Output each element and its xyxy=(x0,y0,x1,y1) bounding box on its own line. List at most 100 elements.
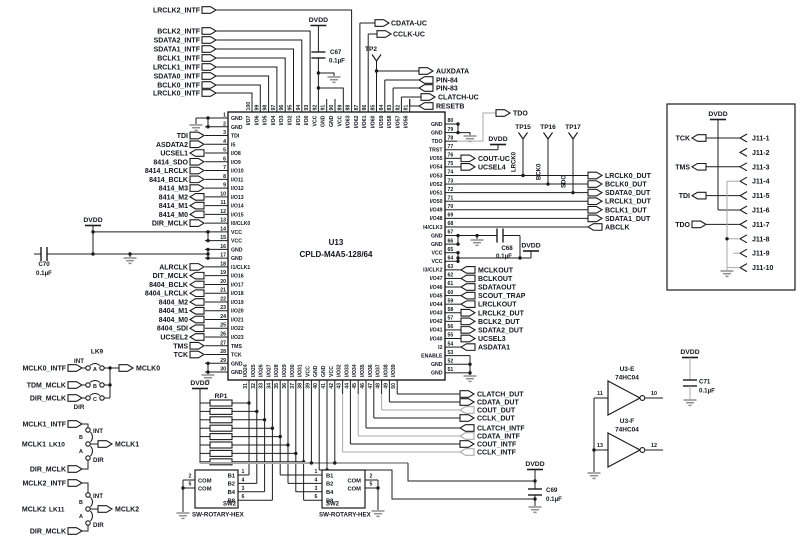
pin-label: GND xyxy=(431,371,443,377)
pin-number: 66 xyxy=(448,238,454,244)
pin-label: I/O24 xyxy=(243,364,249,377)
terminal-flag-icon xyxy=(376,30,393,38)
wire xyxy=(457,132,471,135)
terminal-flag-icon xyxy=(201,72,218,80)
pin-number: 23 xyxy=(220,305,226,311)
terminal-flag-icon xyxy=(587,188,604,197)
terminal-flag-icon xyxy=(587,171,604,180)
pin-number: 7 xyxy=(223,165,226,171)
pin-number: 54 xyxy=(448,341,454,347)
pin-number: 53 xyxy=(448,350,454,356)
pin-number: 18 xyxy=(220,261,226,267)
switch-contact-icon xyxy=(85,395,91,401)
testpoint-label: TP17 xyxy=(565,124,581,131)
pin-number: 3 xyxy=(315,486,318,492)
terminal-label: TCK xyxy=(174,352,188,359)
dvdd-label: DVDD xyxy=(488,136,507,143)
terminal-flag-icon xyxy=(201,54,218,62)
pin-label: I/O51 xyxy=(430,190,443,196)
pin-label: GND xyxy=(431,242,443,248)
pin-label: I/O47 xyxy=(430,276,443,282)
pin-label: I/O45 xyxy=(430,293,443,299)
pin-label: I/O41 xyxy=(430,328,443,334)
pin-number: 31 xyxy=(243,383,249,389)
pin-number: 24 xyxy=(220,314,226,320)
position-label: INT xyxy=(74,358,84,365)
connector-pin-label: J11-1 xyxy=(752,136,770,143)
position-label: DIR xyxy=(93,457,104,464)
pin-label: ENABLE xyxy=(421,353,443,359)
pin-label: I/O22 xyxy=(231,326,244,332)
signal-label: SDATA0_INTF xyxy=(154,74,201,81)
junction-dot xyxy=(108,383,112,387)
chip-refdes: U13 xyxy=(329,238,344,247)
terminal-flag-icon xyxy=(587,205,604,214)
pin-label: I/O38 xyxy=(383,364,389,377)
junction-dot xyxy=(521,173,525,178)
terminal-label: ASDATA2 xyxy=(156,142,188,149)
pin-label: I/O54 xyxy=(430,165,443,171)
terminal-flag-icon xyxy=(188,201,205,210)
terminal-label: LRCLK0_DUT xyxy=(605,173,652,180)
signal-label: TMS xyxy=(675,164,690,171)
pin-number: 50 xyxy=(391,383,397,389)
position-label: DIR xyxy=(74,404,85,411)
pin-label: TRST xyxy=(429,148,443,154)
pin-label: I/O11 xyxy=(231,177,244,183)
terminal-label: CCLK_INTF xyxy=(477,450,517,457)
pin-number: 88 xyxy=(346,105,352,111)
wire xyxy=(407,463,535,482)
terminal-label: ASDATA1 xyxy=(478,345,510,352)
pin-number: 32 xyxy=(251,383,257,389)
terminal-flag-icon xyxy=(201,45,218,53)
terminal-flag-icon xyxy=(201,63,218,71)
connector-pin-icon xyxy=(738,133,748,143)
terminal-flag-icon xyxy=(459,266,476,274)
pin-number: 10 xyxy=(651,391,657,397)
wire xyxy=(82,460,89,470)
connector-pin-icon xyxy=(738,162,748,172)
terminal-flag-icon xyxy=(201,36,218,44)
pin-number: 35 xyxy=(274,383,280,389)
switch-blade-icon xyxy=(89,393,101,396)
terminal-flag-icon xyxy=(189,166,206,175)
pin-label: I/O0 xyxy=(304,115,310,125)
position-key: B xyxy=(79,500,83,506)
pin-number: 12 xyxy=(220,209,226,215)
terminal-flag-icon xyxy=(458,424,475,432)
terminal-label: 8414_BCLK xyxy=(149,177,188,184)
pin-label: TMS xyxy=(231,344,242,350)
junction-dot xyxy=(456,256,460,260)
inverter-icon xyxy=(607,380,642,416)
terminal-label: DIR_MCLK xyxy=(30,529,66,536)
pin-label: GND xyxy=(431,122,443,128)
terminal-flag-icon xyxy=(459,343,476,351)
terminal-flag-icon xyxy=(418,67,435,75)
terminal-label: BCLKOUT xyxy=(478,276,513,283)
terminal-flag-icon xyxy=(201,6,218,14)
pin-label: I0/CLK0 xyxy=(231,221,250,227)
pin-number: 3 xyxy=(242,486,245,492)
junction-dot xyxy=(571,190,575,195)
switch-contact-icon xyxy=(99,382,105,388)
terminal-flag-icon xyxy=(188,306,205,315)
pin-label: GND xyxy=(431,130,443,136)
pin-number: 12 xyxy=(651,443,657,449)
terminal-label: 8404_M2 xyxy=(159,299,188,306)
terminal-label: MCLK2 xyxy=(115,507,139,514)
pin-number: 98 xyxy=(263,105,269,111)
terminal-label: CDATA_DUT xyxy=(477,400,519,407)
pin-label: I3/CLK2 xyxy=(423,268,442,274)
pin-label: I/O25 xyxy=(251,364,257,377)
terminal-label: 8414_M2 xyxy=(159,194,188,201)
switch-contact-icon xyxy=(85,520,91,526)
position-key: A xyxy=(93,367,97,373)
pin-label: I/O19 xyxy=(231,300,244,306)
pin-number: 94 xyxy=(296,105,302,111)
pin-label: GND xyxy=(431,362,443,368)
pin-number: 19 xyxy=(220,270,226,276)
resistor-icon xyxy=(209,416,233,424)
pin-number: 83 xyxy=(387,105,393,111)
terminal-label: SDATAOUT xyxy=(478,285,517,292)
pin-label: I/O49 xyxy=(430,208,443,214)
